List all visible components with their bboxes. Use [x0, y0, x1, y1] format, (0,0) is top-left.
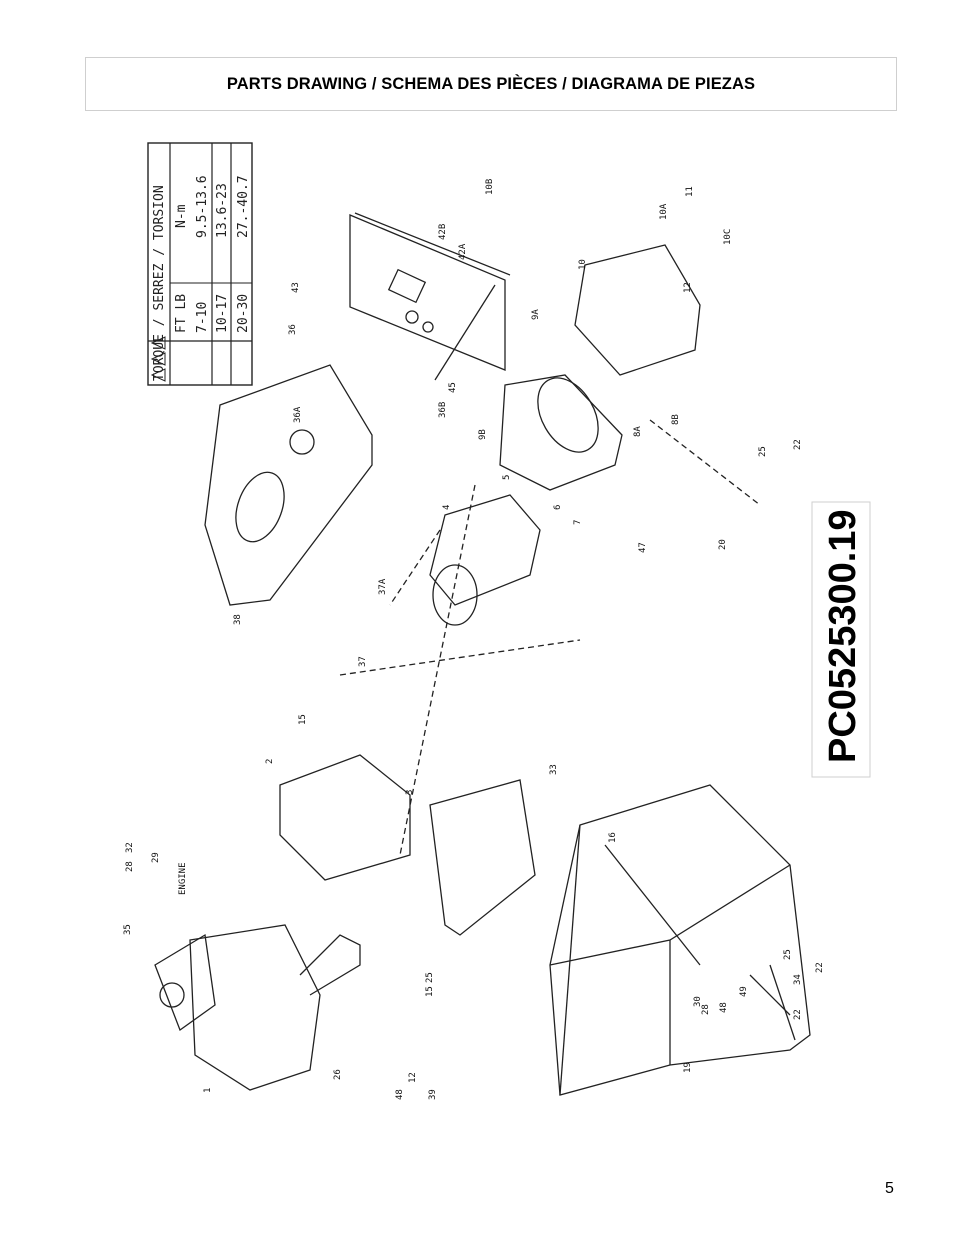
- torque-nm-a: 9.5-13.6: [195, 175, 210, 238]
- torque-symbol-icons: [150, 336, 166, 382]
- torque-row-a: 7-10 9.5-13.6: [195, 175, 210, 333]
- label-34: 34: [793, 974, 803, 985]
- label-10b: 10B: [485, 179, 495, 195]
- label-15: 15: [298, 714, 308, 725]
- triangle-a-icon: [150, 368, 166, 382]
- label-12: 12: [683, 282, 693, 293]
- label-8a: 8A: [633, 426, 643, 437]
- label-36b: 36B: [438, 402, 448, 418]
- label-4: 4: [442, 505, 452, 510]
- label-37a: 37A: [378, 578, 388, 595]
- page-number: 5: [885, 1180, 894, 1197]
- label-20: 20: [718, 539, 728, 550]
- torque-row-c: 20-30 27.-40.7: [236, 175, 251, 333]
- torque-col-ftlb: FT LB: [174, 294, 189, 333]
- label-42b: 42B: [438, 224, 448, 240]
- label-10c: 10C: [723, 229, 733, 245]
- label-9a: 9A: [531, 309, 541, 320]
- torque-col-nm: N-m: [174, 204, 189, 228]
- page-title: PARTS DRAWING / SCHEMA DES PIÈCES / DIAG…: [226, 74, 756, 93]
- label-10: 10: [578, 259, 588, 270]
- label-6: 6: [553, 505, 563, 510]
- label-32: 32: [125, 842, 135, 853]
- label-22a: 22: [793, 439, 803, 450]
- torque-nm-b: 13.6-23: [215, 183, 230, 238]
- label-15b: 15: [425, 986, 435, 997]
- label-8b: 8B: [671, 414, 681, 425]
- label-49: 49: [739, 986, 749, 997]
- label-3: 3: [405, 790, 415, 795]
- label-26: 26: [333, 1069, 343, 1080]
- label-2: 2: [265, 759, 275, 764]
- parts-drawing: TORQUE / SERREZ / TORSION FT LB N-m 7-10…: [123, 142, 871, 1100]
- torque-table: TORQUE / SERREZ / TORSION FT LB N-m 7-10…: [147, 142, 253, 386]
- torque-row-b: 10-17 13.6-23: [215, 183, 230, 333]
- part-labels: 1 2 3 4 5 6 7 8A 8B 9A 9B 10 10A 10B 10C…: [123, 179, 825, 1100]
- triangle-b-icon: [150, 352, 166, 366]
- header-box: PARTS DRAWING / SCHEMA DES PIÈCES / DIAG…: [85, 57, 897, 111]
- torque-ftlb-c: 20-30: [236, 294, 251, 333]
- label-19: 19: [683, 1062, 693, 1073]
- assembly-lines: [154, 212, 811, 1096]
- label-28a: 28: [125, 861, 135, 872]
- label-28b: 28: [701, 1004, 711, 1015]
- torque-ftlb-b: 10-17: [215, 294, 230, 333]
- label-39: 39: [428, 1089, 438, 1100]
- label-22b: 22: [815, 962, 825, 973]
- torque-ftlb-a: 7-10: [195, 302, 210, 333]
- part-code: PC0525300.19: [822, 509, 864, 763]
- label-47: 47: [638, 542, 648, 553]
- torque-nm-c: 27.-40.7: [236, 175, 251, 238]
- label-45: 45: [448, 382, 458, 393]
- label-48b: 48: [719, 1002, 729, 1013]
- label-42a: 42A: [458, 243, 468, 260]
- label-48: 48: [395, 1089, 405, 1100]
- label-1: 1: [203, 1088, 213, 1093]
- label-37: 37: [358, 656, 368, 667]
- label-25a: 25: [758, 446, 768, 457]
- label-43: 43: [291, 282, 301, 293]
- label-29: 29: [151, 852, 161, 863]
- label-11: 11: [685, 186, 695, 197]
- label-25c: 25: [425, 972, 435, 983]
- label-25b: 25: [783, 949, 793, 960]
- label-35: 35: [123, 924, 133, 935]
- label-38: 38: [233, 614, 243, 625]
- triangle-c-icon: [150, 336, 166, 350]
- label-9b: 9B: [478, 429, 488, 440]
- label-22c: 22: [793, 1009, 803, 1020]
- label-33: 33: [549, 764, 559, 775]
- label-30: 30: [693, 996, 703, 1007]
- label-engine: ENGINE: [178, 862, 188, 895]
- label-7: 7: [573, 520, 583, 525]
- label-16: 16: [608, 832, 618, 843]
- label-5: 5: [502, 475, 512, 480]
- part-code-box: PC0525300.19: [811, 501, 871, 778]
- label-36a: 36A: [293, 406, 303, 423]
- label-10a: 10A: [659, 203, 669, 220]
- label-36: 36: [288, 324, 298, 335]
- label-12b: 12: [408, 1072, 418, 1083]
- torque-heading: TORQUE / SERREZ / TORSION: [152, 185, 167, 381]
